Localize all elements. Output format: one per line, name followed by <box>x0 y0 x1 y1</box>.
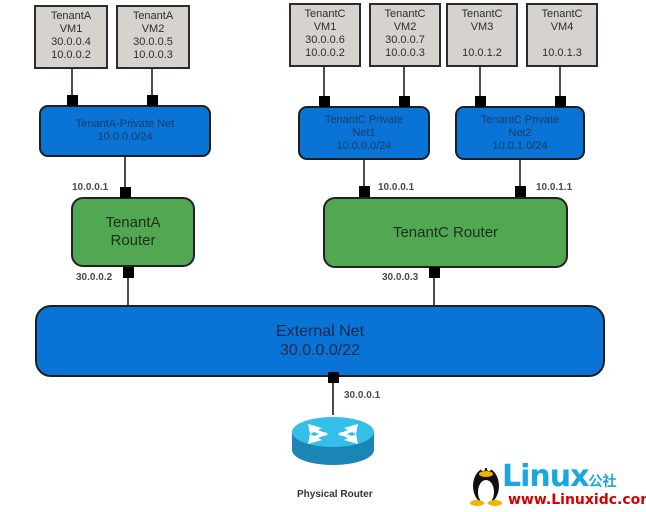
vm-tenantA-vm2[interactable]: TenantA VM2 30.0.0.5 10.0.0.3 <box>116 5 190 69</box>
vm-tenantC-vm1[interactable]: TenantC VM1 30.0.0.6 10.0.0.2 <box>289 3 361 67</box>
vm-name: VM4 <box>550 21 574 33</box>
ip-routerC-net1: 10.0.0.1 <box>378 182 415 193</box>
vm-tenantC-vm4[interactable]: TenantC VM4 10.0.1.3 <box>526 3 598 67</box>
router-name: TenantC Router <box>392 223 499 241</box>
vm-external-ip: 30.0.0.4 <box>51 36 91 48</box>
vm-internal-ip: 10.0.1.3 <box>542 47 582 59</box>
ip-routerA-internal: 10.0.0.1 <box>72 182 109 193</box>
vm-internal-ip: 10.0.1.2 <box>462 47 502 59</box>
network-external[interactable]: External Net 30.0.0.0/22 <box>35 305 605 377</box>
port-vmC4 <box>555 96 566 107</box>
physical-router-label: Physical Router <box>297 489 373 500</box>
watermark-brand-text: Linux <box>502 459 589 494</box>
vm-internal-ip: 10.0.0.3 <box>385 47 425 59</box>
port-routerA-internal <box>120 187 131 198</box>
network-name: TenantC Private <box>480 113 560 126</box>
network-cidr: 30.0.0.0/22 <box>279 342 361 359</box>
vm-name: VM1 <box>313 21 337 33</box>
vm-tenant: TenantC <box>461 8 503 20</box>
watermark-url: www.Linuxidc.com <box>508 492 646 508</box>
ip-physical: 30.0.0.1 <box>344 390 381 401</box>
router-type: Router <box>110 232 156 249</box>
vm-tenant: TenantA <box>50 10 92 22</box>
vm-tenantC-vm3[interactable]: TenantC VM3 10.0.1.2 <box>446 3 518 67</box>
port-vmC3 <box>475 96 486 107</box>
network-name: TenantC Private <box>324 113 404 126</box>
port-vmC1 <box>319 96 330 107</box>
port-routerA-external <box>123 267 134 278</box>
ip-routerA-external: 30.0.0.2 <box>76 272 113 283</box>
watermark-brand: Linux公社 <box>502 459 616 494</box>
ip-routerC-net2: 10.0.1.1 <box>536 182 573 193</box>
port-physical <box>328 372 339 383</box>
vm-tenant: TenantC <box>304 8 346 20</box>
router-tenantC[interactable]: TenantC Router <box>323 197 568 268</box>
vm-external-ip: 30.0.0.7 <box>385 34 425 46</box>
vm-tenantA-vm1[interactable]: TenantA VM1 30.0.0.4 10.0.0.2 <box>34 5 108 69</box>
vm-name: VM2 <box>393 21 417 33</box>
network-tenantA-private[interactable]: TenantA-Private Net 10.0.0.0/24 <box>39 105 211 157</box>
network-tenantC-net2[interactable]: TenantC Private Net2 10.0.1.0/24 <box>455 106 585 160</box>
port-vmA2 <box>147 95 158 106</box>
vm-external-ip: 30.0.0.5 <box>133 36 173 48</box>
vm-name: VM2 <box>141 23 165 35</box>
vm-tenantC-vm2[interactable]: TenantC VM2 30.0.0.7 10.0.0.3 <box>369 3 441 67</box>
router-name: TenantA <box>105 214 161 231</box>
port-routerC-net1 <box>359 186 370 197</box>
network-name: External Net <box>275 323 365 340</box>
network-cidr: 10.0.1.0/24 <box>492 139 548 152</box>
vm-tenant: TenantA <box>132 10 174 22</box>
vm-name: VM1 <box>59 23 83 35</box>
ip-routerC-external: 30.0.0.3 <box>382 272 419 283</box>
vm-external-ip: 30.0.0.6 <box>305 34 345 46</box>
network-name-suffix: Net1 <box>352 126 376 139</box>
network-cidr: 10.0.0.0/24 <box>97 131 153 143</box>
network-name: TenantA-Private Net <box>75 118 175 130</box>
vm-tenant: TenantC <box>384 8 426 20</box>
port-vmC2 <box>399 96 410 107</box>
port-routerC-external <box>429 267 440 278</box>
vm-internal-ip: 10.0.0.2 <box>305 47 345 59</box>
vm-name: VM3 <box>470 21 494 33</box>
watermark-brand-cn: 公社 <box>588 473 617 489</box>
port-vmA1 <box>67 95 78 106</box>
network-cidr: 10.0.0.0/24 <box>336 139 392 152</box>
router-tenantA[interactable]: TenantA Router <box>71 197 195 267</box>
vm-tenant: TenantC <box>541 8 583 20</box>
network-tenantC-net1[interactable]: TenantC Private Net1 10.0.0.0/24 <box>298 106 430 160</box>
vm-internal-ip: 10.0.0.2 <box>51 49 91 61</box>
vm-internal-ip: 10.0.0.3 <box>133 49 173 61</box>
network-name-suffix: Net2 <box>508 126 532 139</box>
port-routerC-net2 <box>515 186 526 197</box>
